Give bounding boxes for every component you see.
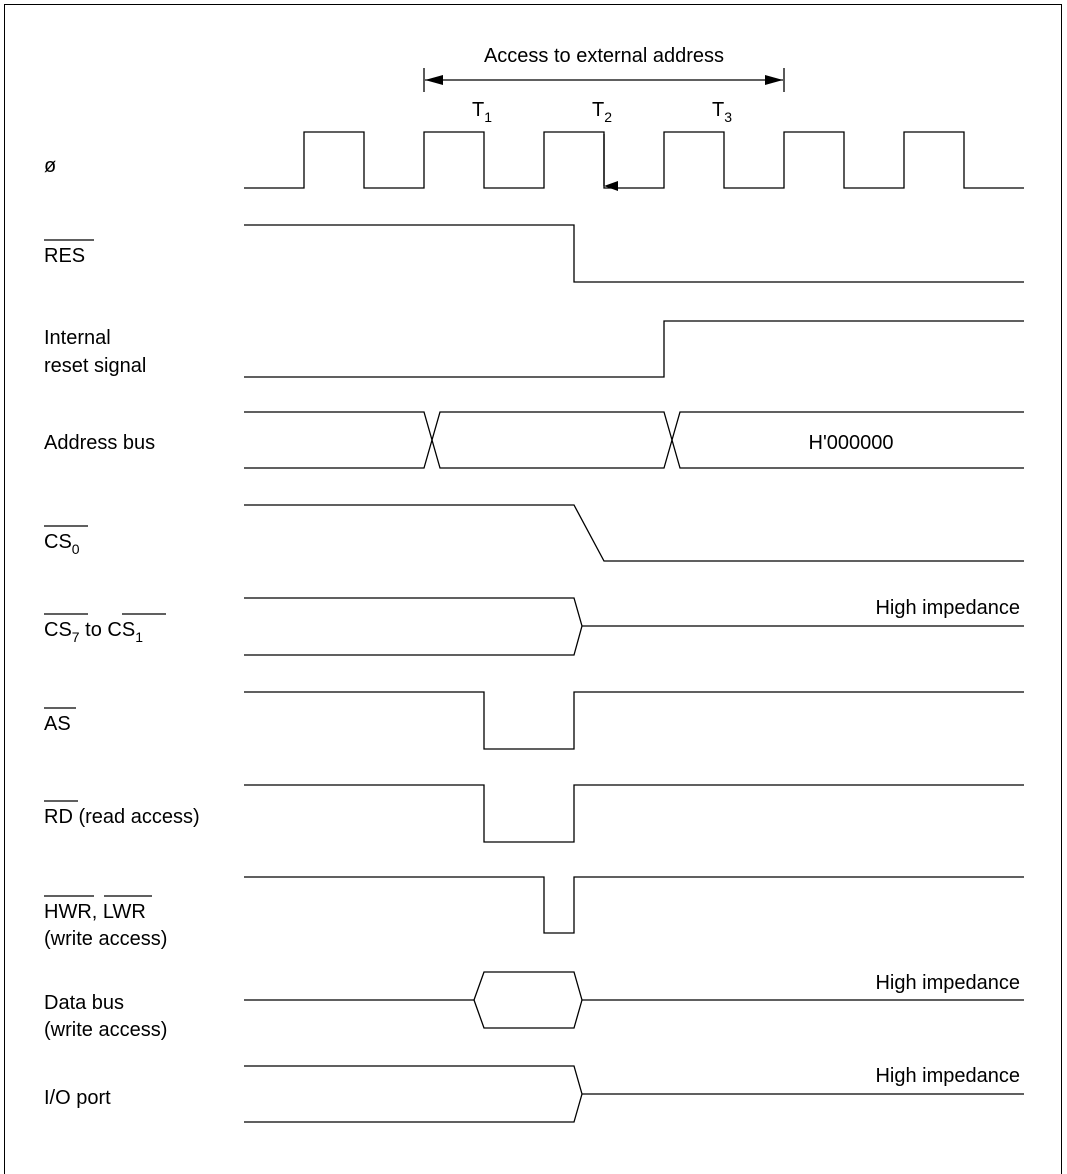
address-bus-label: Address bus (44, 432, 155, 454)
res-waveform (244, 224, 1024, 283)
cs7-cs1-label: CS7 to CS1 (44, 619, 143, 645)
t1-label: T1 (472, 99, 492, 125)
hwr-lwr-label: HWR, LWR (44, 901, 146, 923)
diagram-border (4, 4, 1062, 1174)
data-bus-label-2: (write access) (44, 1019, 167, 1041)
data-high-impedance: High impedance (875, 972, 1020, 994)
t2-label: T2 (592, 99, 612, 125)
phi-waveform (244, 131, 1024, 189)
rd-waveform (244, 784, 1024, 843)
internal-reset-label-2: reset signal (44, 355, 146, 377)
cs0-label: CS0 (44, 531, 80, 557)
data-bus-label-1: Data bus (44, 992, 124, 1014)
t3-label: T3 (712, 99, 732, 125)
access-label: Access to external address (484, 45, 724, 67)
cs7-cs1-waveform (244, 597, 1024, 656)
internal-reset-waveform (244, 320, 1024, 378)
phi-label: ø (44, 155, 56, 177)
access-span: Access to external address (423, 45, 785, 92)
rd-label: RD (read access) (44, 806, 200, 828)
hwr-lwr-write-label: (write access) (44, 928, 167, 950)
io-port-waveform (244, 1065, 1024, 1123)
hwr-lwr-waveform (244, 876, 1024, 934)
io-high-impedance: High impedance (875, 1065, 1020, 1087)
cs-high-impedance: High impedance (875, 597, 1020, 619)
internal-reset-label-1: Internal (44, 327, 111, 349)
res-label: RES (44, 245, 85, 267)
address-value: H'000000 (809, 432, 894, 454)
data-bus-waveform (244, 971, 1024, 1029)
as-label: AS (44, 713, 71, 735)
address-bus-waveform (244, 411, 1024, 469)
as-waveform (244, 691, 1024, 750)
io-port-label: I/O port (44, 1087, 111, 1109)
cs0-waveform (244, 504, 1024, 562)
